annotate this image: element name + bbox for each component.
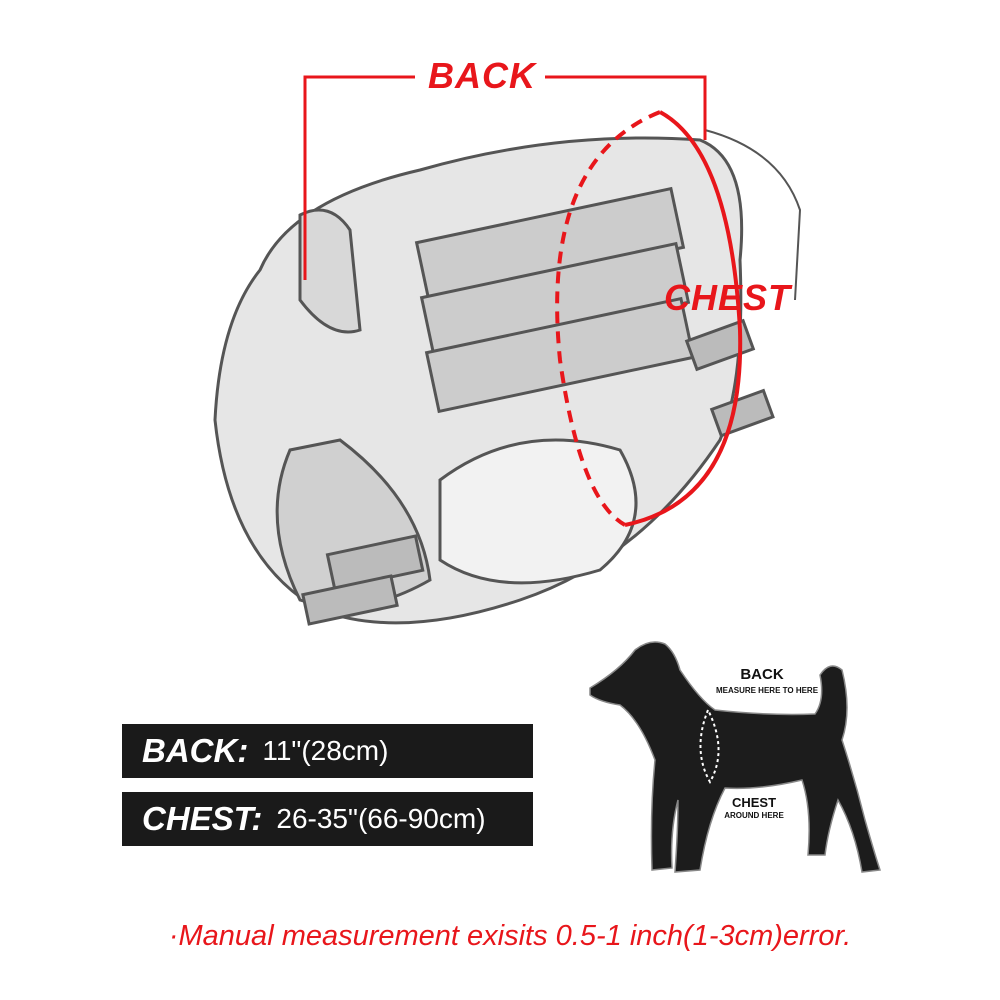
harness-chest-label: CHEST <box>664 277 792 318</box>
harness-back-label: BACK <box>428 55 536 96</box>
chest-measurement-bar: CHEST: 26-35"(66-90cm) <box>122 792 533 846</box>
dog-chest-label: CHEST <box>731 795 777 810</box>
measurement-error-note: ·Manual measurement exisits 0.5-1 inch(1… <box>168 920 852 952</box>
dog-back-sublabel: MEASURE HERE TO HERE <box>715 686 819 695</box>
chest-measurement-value: 26-35"(66-90cm) <box>276 803 486 834</box>
dog-chest-sublabel: AROUND HERE <box>724 811 784 820</box>
back-measurement-key: BACK: <box>142 732 249 769</box>
harness-illustration <box>213 75 802 626</box>
dog-silhouette-icon <box>589 641 882 873</box>
dog-back-label: BACK <box>740 666 784 683</box>
chest-measurement-key: CHEST: <box>142 800 263 837</box>
back-measurement-bar: BACK: 11"(28cm) <box>122 724 533 778</box>
back-measurement-value: 11"(28cm) <box>262 735 389 766</box>
